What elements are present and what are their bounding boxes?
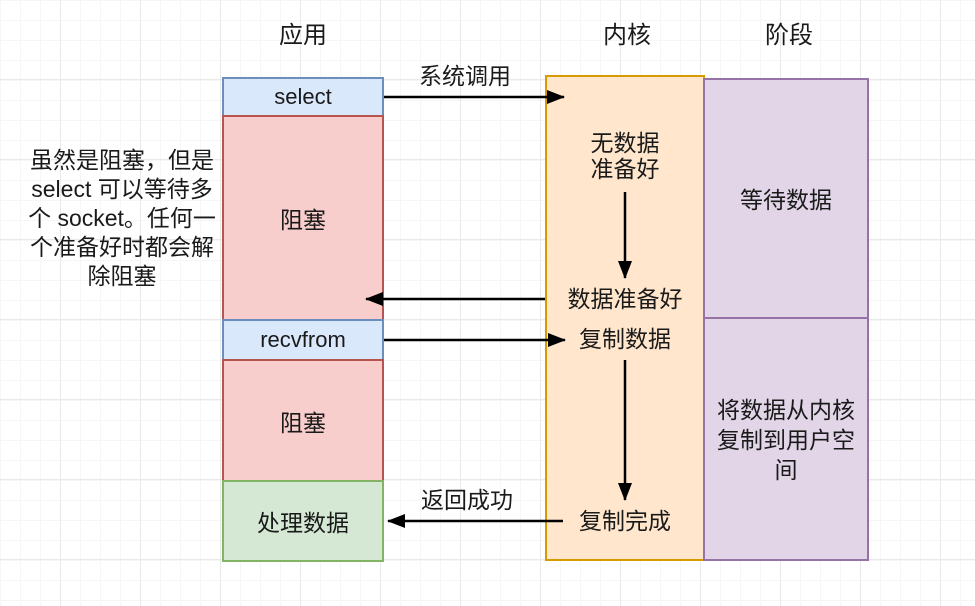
phase-wait-data: 等待数据 xyxy=(740,187,832,213)
note-line: 虽然是阻塞，但是 xyxy=(30,147,214,173)
note-line: 个 socket。任何一 xyxy=(28,205,216,231)
note-line: 个准备好时都会解 xyxy=(30,234,214,260)
phase-box xyxy=(703,78,869,561)
kernel-step-copy-done: 复制完成 xyxy=(579,508,671,534)
note-line: 除阻塞 xyxy=(87,263,157,289)
box-process-data: 处理数据 xyxy=(222,480,384,562)
box-recvfrom: recvfrom xyxy=(222,319,384,361)
kernel-step-no-data-line2: 准备好 xyxy=(590,156,660,182)
note-line: select 可以等待多 xyxy=(31,176,213,202)
box-blocking-2: 阻塞 xyxy=(222,359,384,482)
kernel-step-no-data: 无数据 准备好 xyxy=(545,130,705,182)
column-header-phase: 阶段 xyxy=(765,22,813,49)
column-header-kernel: 内核 xyxy=(603,22,651,49)
label-syscall: 系统调用 xyxy=(419,63,511,89)
note-select-blocking: 虽然是阻塞，但是 select 可以等待多 个 socket。任何一 个准备好时… xyxy=(15,146,229,291)
phase-copy-data: 将数据从内核复制到用户空间 xyxy=(717,397,855,483)
box-blocking-1: 阻塞 xyxy=(222,115,384,321)
phase-divider xyxy=(703,317,869,319)
box-select: select xyxy=(222,77,384,117)
label-return-success: 返回成功 xyxy=(421,487,513,513)
kernel-step-copy-data: 复制数据 xyxy=(579,326,671,352)
kernel-step-data-ready: 数据准备好 xyxy=(567,286,683,312)
column-header-app: 应用 xyxy=(279,22,327,49)
kernel-step-no-data-line1: 无数据 xyxy=(590,130,660,156)
